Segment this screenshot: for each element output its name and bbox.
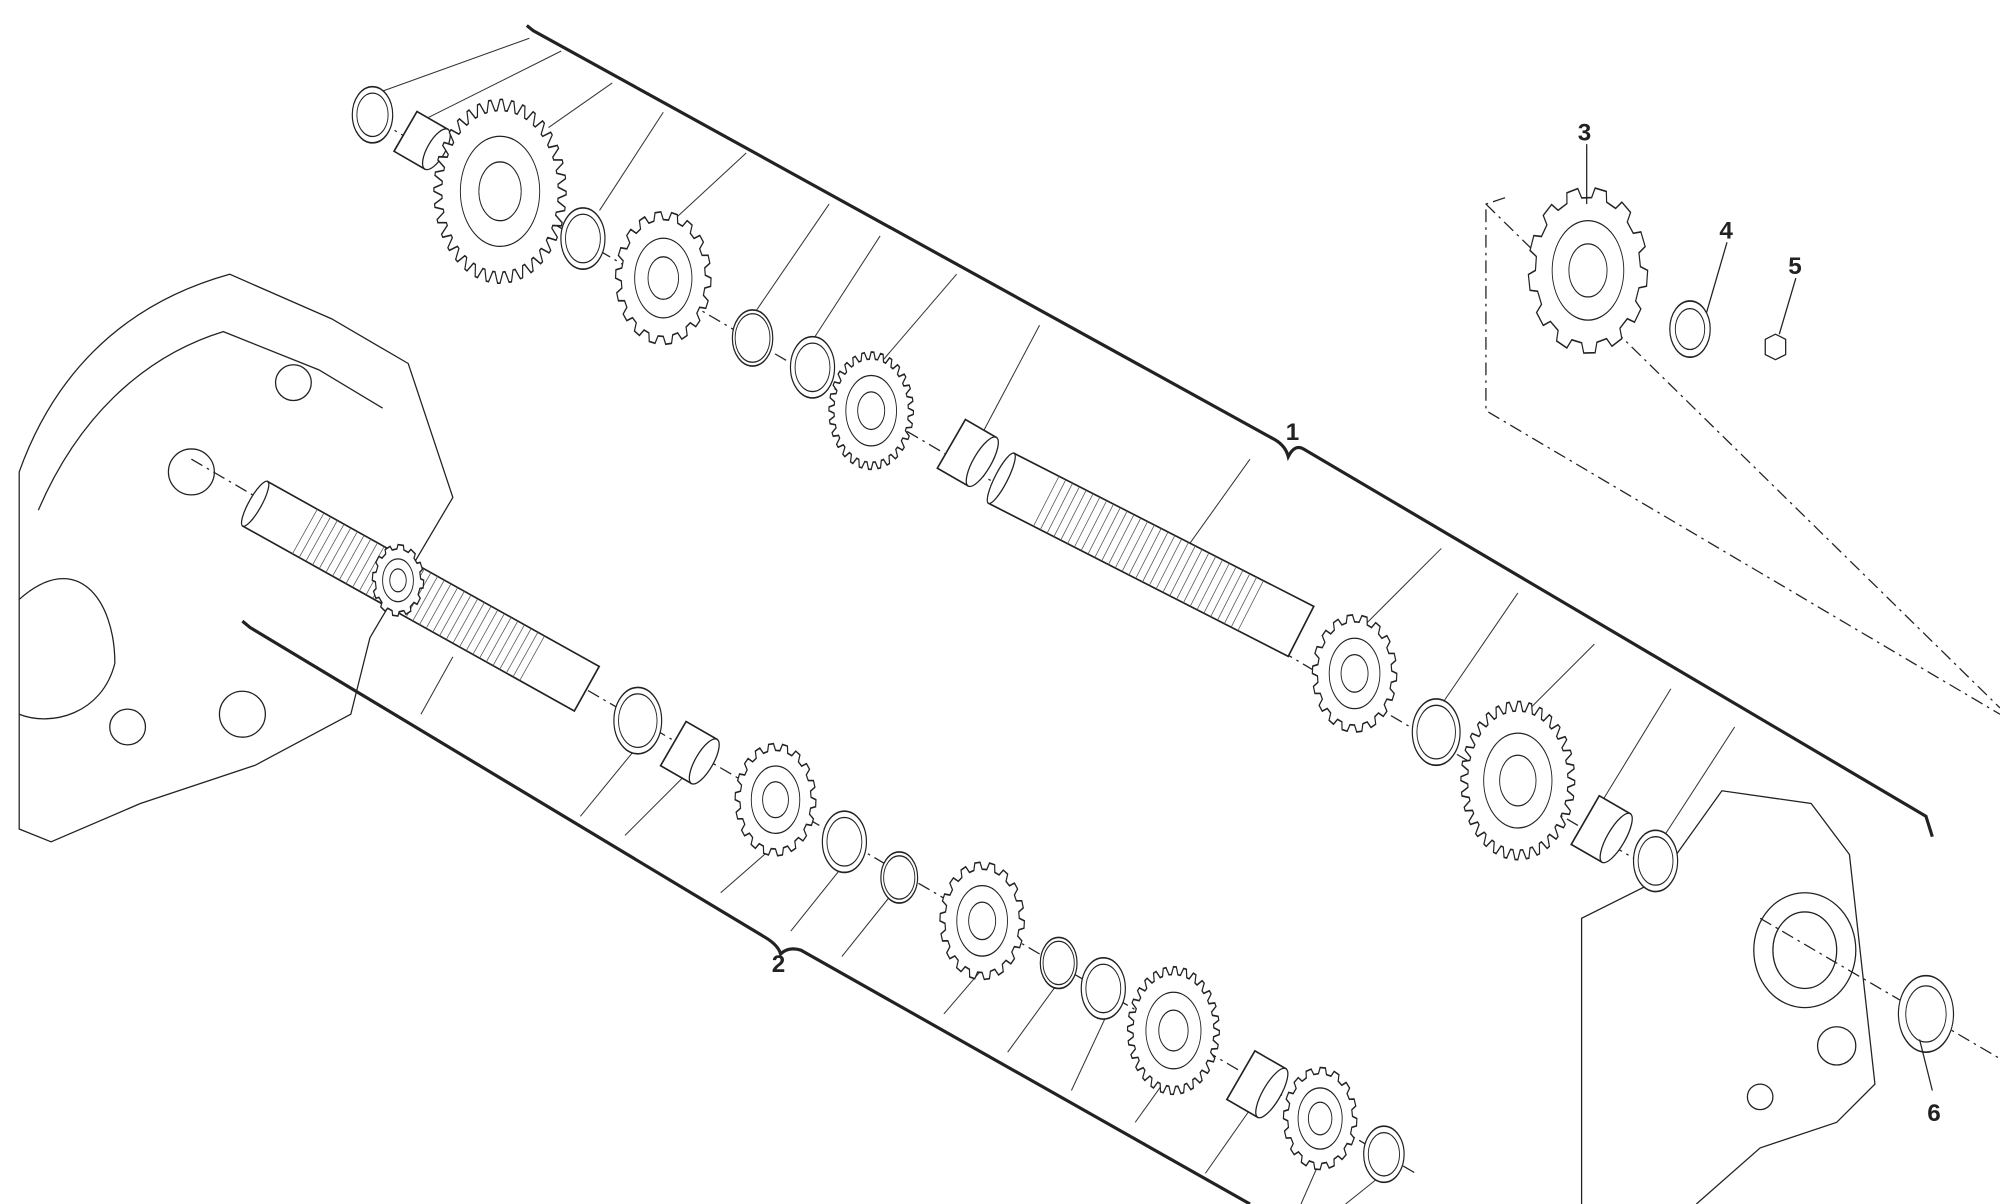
callout-1: 1 [1286,419,1299,446]
leader-line [624,771,690,836]
sprocket-group-bracket [1485,197,2000,715]
parts [240,85,1955,1184]
leader-line [1523,643,1595,715]
thrust-washer [1411,698,1461,767]
sprocket-bolt [1764,333,1787,361]
gear-dog [1311,613,1398,733]
leader-line [1204,1109,1251,1174]
callouts: 3 4 5 1 2 6 [772,119,1941,1127]
leader-line [599,111,664,211]
gear [1282,1066,1358,1171]
leader-line [369,37,530,97]
gear-large [433,98,567,284]
leader-line [1600,688,1672,804]
leader-line [420,50,562,122]
leader-lines [369,37,1736,1204]
thrust-washer [1632,829,1679,893]
circlip [880,851,919,904]
callout-2: 2 [772,951,785,978]
leader-line [1434,592,1519,715]
oil-seal [1897,974,1955,1054]
leader-line [879,273,958,364]
leader-line [1070,1013,1108,1091]
leader-line [720,847,773,894]
callout-3: 3 [1578,119,1591,146]
thrust-washer [613,686,663,755]
gear [1126,965,1220,1096]
thrust-washer [560,207,606,270]
gear [828,351,915,471]
splined-washer [821,810,868,874]
callout-4: 4 [1719,218,1733,245]
splined-washer [789,335,836,399]
splined-washer [1080,957,1126,1020]
callout-6: 6 [1927,1100,1940,1127]
gear [1460,700,1576,861]
leader-line [579,745,639,817]
leader-line [1185,458,1251,549]
circlip [1039,936,1078,990]
leader-line [790,866,843,932]
circlip [731,309,774,367]
main-shaft [986,452,1315,658]
gear-dog [939,861,1026,981]
lock-washer [1669,300,1711,358]
leader-line [809,235,881,345]
leader-line [420,656,454,715]
bushing [1570,794,1633,864]
needle-bearing [392,110,451,171]
leader-line [1664,726,1736,836]
leader-line [841,892,894,957]
crankcase-left [18,273,454,843]
gear-dog [734,742,817,857]
crankcase-right [1580,790,1876,1204]
bushing [659,720,720,785]
front-sprocket [1527,187,1649,354]
leader-line [548,82,613,128]
leader-line [981,324,1040,434]
bushing [1225,1049,1289,1119]
brace-assembly-1 [525,24,1934,838]
gear-dog [614,210,712,346]
leader-line [1364,548,1442,626]
leader-line [745,203,830,326]
thrust-washer [351,85,394,144]
callout-5: 5 [1788,253,1801,280]
thrust-washer [1363,1125,1405,1184]
bushing [936,418,999,488]
leader-line [1007,981,1060,1053]
brace-assembly-2 [241,619,1251,1204]
shaft-pinion [371,543,425,617]
